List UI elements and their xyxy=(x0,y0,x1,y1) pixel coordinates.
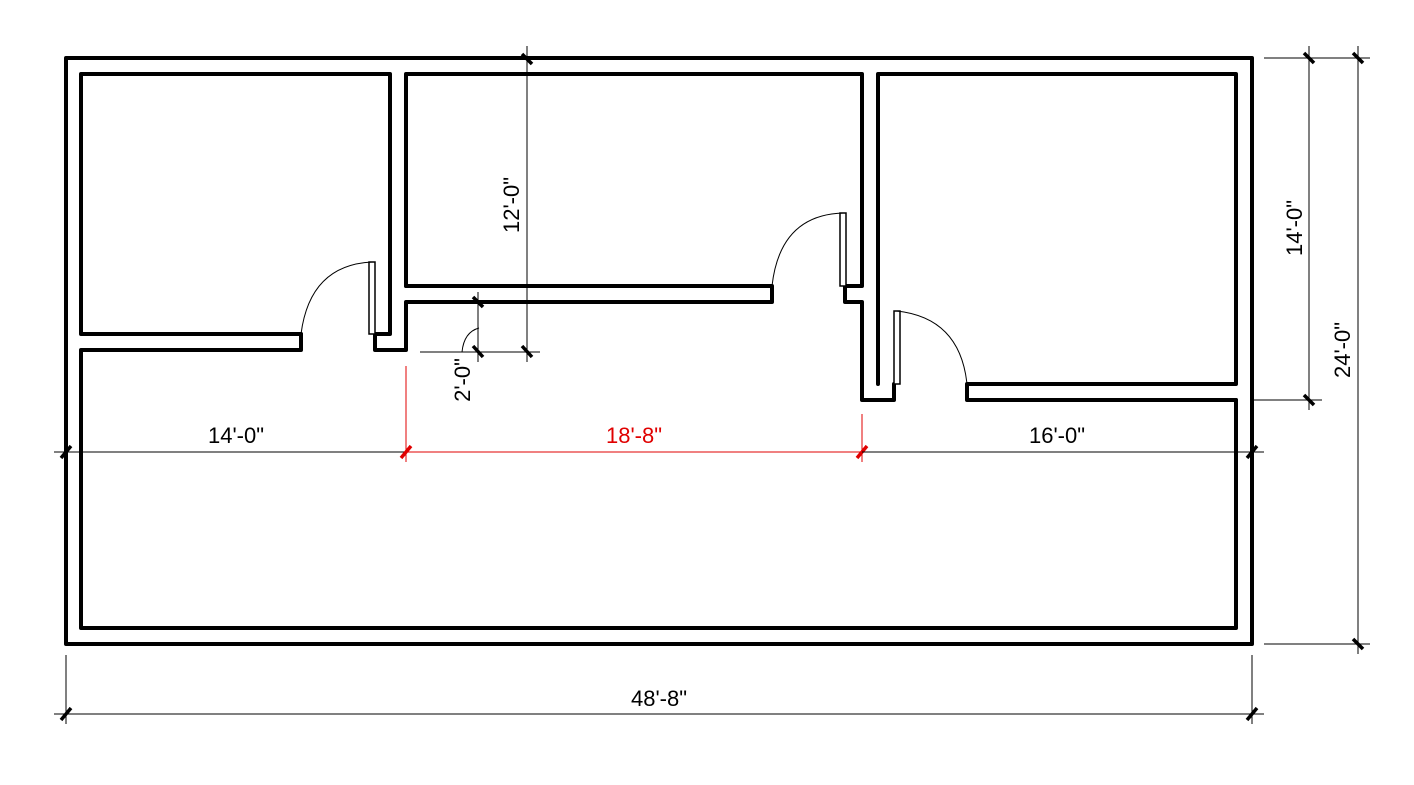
door-swing-arc-icon xyxy=(771,212,844,287)
door-right-room[interactable] xyxy=(893,310,968,385)
door-left-room[interactable] xyxy=(300,261,376,335)
dimension-label: 14'-0" xyxy=(1282,200,1307,256)
door-swing-arc-icon xyxy=(896,310,968,385)
dimension-overall-depth[interactable]: 24'-0" xyxy=(1264,46,1370,654)
wall-hall[interactable] xyxy=(79,332,1238,630)
dimension-label: 18'-8" xyxy=(606,423,662,448)
doors xyxy=(300,212,968,385)
dimension-right-room-depth[interactable]: 14'-0" xyxy=(1250,46,1322,410)
door-swing-arc-icon xyxy=(300,261,373,335)
wall-partition-middle-right[interactable] xyxy=(843,284,896,402)
dimension-label: 14'-0" xyxy=(208,423,264,448)
wall-room-middle[interactable] xyxy=(404,72,864,288)
exterior-wall-outer[interactable] xyxy=(64,56,1254,646)
dimension-label: 16'-0" xyxy=(1029,423,1085,448)
dimension-label: 24'-0" xyxy=(1330,322,1355,378)
door-middle-room[interactable] xyxy=(771,212,847,287)
dimension-corridor-offset[interactable]: 2'-0" xyxy=(450,292,485,402)
small-swing-arc-icon xyxy=(461,327,480,353)
dimension-left-segment[interactable]: 14'-0" xyxy=(54,423,406,460)
door-panel-icon xyxy=(893,310,901,385)
wall-room-right[interactable] xyxy=(876,72,1238,402)
wall-room-middle-bottom[interactable] xyxy=(373,284,774,352)
dimension-overall-width[interactable]: 48'-8" xyxy=(54,655,1264,724)
dimension-label: 48'-8" xyxy=(631,686,687,711)
wall-room-left[interactable] xyxy=(79,72,392,336)
dimension-label: 2'-0" xyxy=(450,358,475,402)
walls xyxy=(64,56,1254,646)
dimension-right-segment[interactable]: 16'-0" xyxy=(862,423,1264,460)
door-panel-icon xyxy=(368,261,376,335)
dimension-label: 12'-0" xyxy=(499,177,524,233)
door-panel-icon xyxy=(839,212,847,287)
dimension-middle-room-depth[interactable]: 12'-0" xyxy=(420,46,540,362)
